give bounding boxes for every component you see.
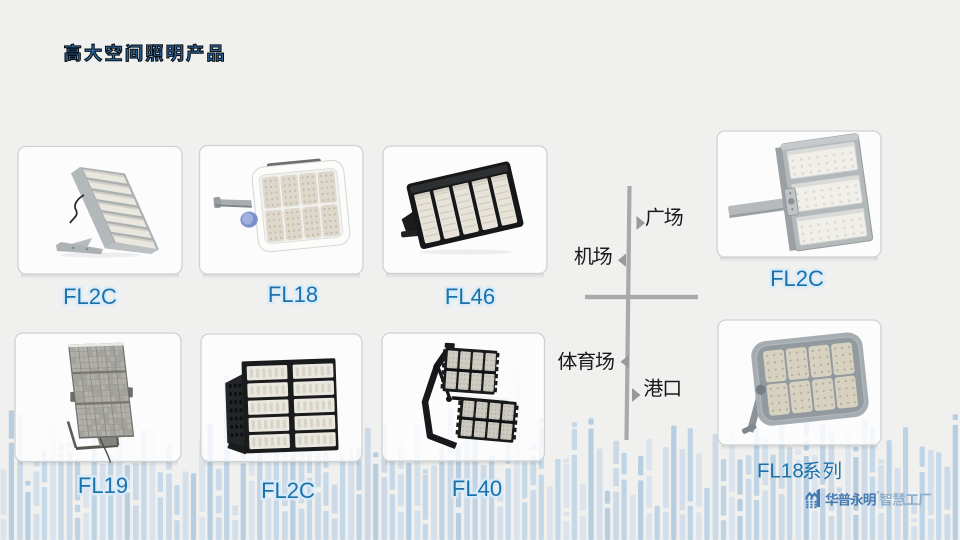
svg-text:FL19: FL19 [78, 473, 128, 498]
svg-text:FL2C: FL2C [770, 266, 824, 291]
svg-text:FL2C: FL2C [63, 284, 117, 309]
svg-text:FL19: FL19 [78, 473, 128, 498]
svg-text:FL40: FL40 [452, 476, 502, 501]
svg-text:FL40: FL40 [452, 476, 502, 501]
svg-text:FL18: FL18 [268, 282, 318, 307]
svg-text:FL2C: FL2C [770, 266, 824, 291]
svg-text:FL2C: FL2C [63, 284, 117, 309]
svg-text:FL2C: FL2C [261, 478, 315, 503]
svg-text:FL18: FL18 [757, 460, 804, 483]
svg-text:FL46: FL46 [445, 284, 495, 309]
svg-text:FL46: FL46 [445, 284, 495, 309]
svg-text:FL2C: FL2C [261, 478, 315, 503]
svg-text:FL18: FL18 [268, 282, 318, 307]
